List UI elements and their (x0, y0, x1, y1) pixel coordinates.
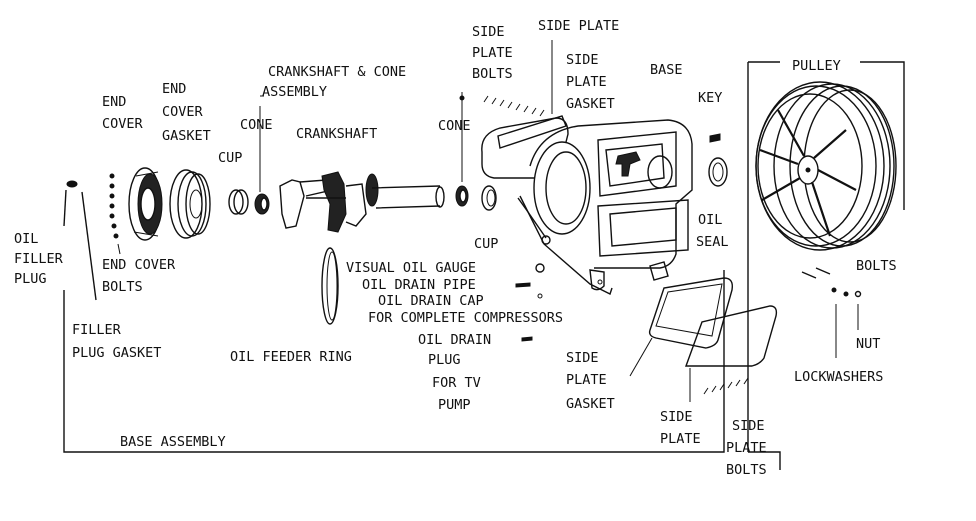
label-oil-drain-plug-2: PLUG (428, 352, 461, 368)
label-end-cover-2: COVER (102, 116, 144, 132)
crankshaft (279, 171, 445, 233)
base-assembly-bracket (63, 270, 781, 470)
key (709, 133, 721, 143)
label-crankshaft-cone-assembly-2: ASSEMBLY (262, 84, 327, 100)
label-oil-filler-plug-2: FILLER (14, 251, 64, 267)
label-side-plate-gasket-top-1: SIDE (566, 52, 599, 68)
label-base-assembly: BASE ASSEMBLY (120, 434, 226, 450)
side-plate-bolts-top (483, 95, 545, 117)
label-side-plate-gasket-bottom-3: GASKET (566, 396, 615, 412)
label-oil-drain-plug-1: OIL DRAIN (418, 332, 491, 348)
cone-right (455, 185, 469, 207)
oil-drain-pipe-part (515, 282, 531, 288)
label-side-plate-gasket-top-3: GASKET (566, 96, 615, 112)
label-side-plate-bolts-top-2: PLATE (472, 45, 513, 61)
oil-drain-plug-part (521, 336, 533, 342)
label-cone-left: CONE (240, 117, 273, 133)
label-pulley: PULLEY (792, 58, 841, 74)
label-oil-feeder-ring: OIL FEEDER RING (230, 349, 352, 365)
label-end-cover-gasket-1: END (162, 81, 186, 97)
label-end-cover-bolts-2: BOLTS (102, 279, 143, 295)
label-oil-seal-2: SEAL (696, 234, 729, 250)
oil-seal (708, 157, 728, 187)
label-filler-plug-gasket-2: PLUG GASKET (72, 345, 161, 361)
end-cover (128, 167, 163, 241)
label-oil-drain-cap-2: FOR COMPLETE COMPRESSORS (368, 310, 563, 326)
pulley (755, 81, 897, 251)
compressor-base (517, 119, 693, 295)
label-filler-plug-gasket-1: FILLER (72, 322, 122, 338)
label-cup-left: CUP (218, 150, 242, 166)
oil-filler-plug (63, 180, 78, 227)
pulley-bracket (747, 61, 905, 452)
label-visual-oil-gauge: VISUAL OIL GAUGE (346, 260, 476, 276)
pulley-bolts (801, 267, 831, 279)
label-oil-drain-plug-4: PUMP (438, 397, 471, 413)
label-nut: NUT (856, 336, 880, 352)
label-oil-filler-plug-3: PLUG (14, 271, 47, 287)
leader-lines (259, 92, 465, 192)
label-side-plate-bolts-bottom-2: PLATE (726, 440, 767, 456)
cup-right (481, 185, 497, 211)
side-plate-top (497, 40, 567, 149)
label-base: BASE (650, 62, 683, 78)
nut (854, 290, 862, 330)
label-oil-drain-cap-1: OIL DRAIN CAP (378, 293, 484, 309)
label-end-cover-1: END (102, 94, 126, 110)
label-bolts-right: BOLTS (856, 258, 897, 274)
label-side-plate-bolts-bottom-3: BOLTS (726, 462, 767, 478)
label-side-plate-top: SIDE PLATE (538, 18, 619, 34)
label-end-cover-bolts-1: END COVER (102, 257, 176, 273)
label-side-plate-bolts-top-3: BOLTS (472, 66, 513, 82)
label-key: KEY (698, 90, 722, 106)
end-cover-bolts (109, 173, 121, 255)
label-oil-drain-pipe: OIL DRAIN PIPE (362, 277, 476, 293)
label-crankshaft: CRANKSHAFT (296, 126, 377, 142)
label-lockwashers: LOCKWASHERS (794, 369, 883, 385)
lockwashers (831, 287, 849, 358)
side-plate-gasket-bottom (629, 277, 734, 377)
cone-left (254, 193, 270, 215)
label-side-plate-bottom-1: SIDE (660, 409, 693, 425)
label-end-cover-gasket-3: GASKET (162, 128, 211, 144)
label-side-plate-bolts-top-1: SIDE (472, 24, 505, 40)
side-plate-bolts-bottom (703, 377, 749, 395)
oil-drain-cap-part (537, 293, 543, 299)
label-crankshaft-cone-assembly-1: CRANKSHAFT & CONE (268, 64, 406, 80)
label-side-plate-bolts-bottom-1: SIDE (732, 418, 765, 434)
filler-plug-gasket (81, 191, 97, 301)
label-side-plate-bottom-2: PLATE (660, 431, 701, 447)
oil-feeder-ring (321, 247, 339, 325)
label-end-cover-gasket-2: COVER (162, 104, 204, 120)
label-side-plate-gasket-bottom-1: SIDE (566, 350, 599, 366)
side-plate-bottom (685, 305, 778, 402)
label-side-plate-gasket-bottom-2: PLATE (566, 372, 607, 388)
label-oil-filler-plug-1: OIL (14, 231, 38, 247)
end-cover-gasket (169, 169, 211, 239)
label-side-plate-gasket-top-2: PLATE (566, 74, 607, 90)
cup-left (228, 189, 249, 215)
label-oil-drain-plug-3: FOR TV (432, 375, 481, 391)
labels: OIL FILLER PLUG FILLER PLUG GASKET END C… (14, 18, 897, 478)
label-cone-right: CONE (438, 118, 471, 134)
visual-oil-gauge-part (535, 263, 545, 273)
label-cup-right: CUP (474, 236, 498, 252)
label-oil-seal-1: OIL (698, 212, 722, 228)
